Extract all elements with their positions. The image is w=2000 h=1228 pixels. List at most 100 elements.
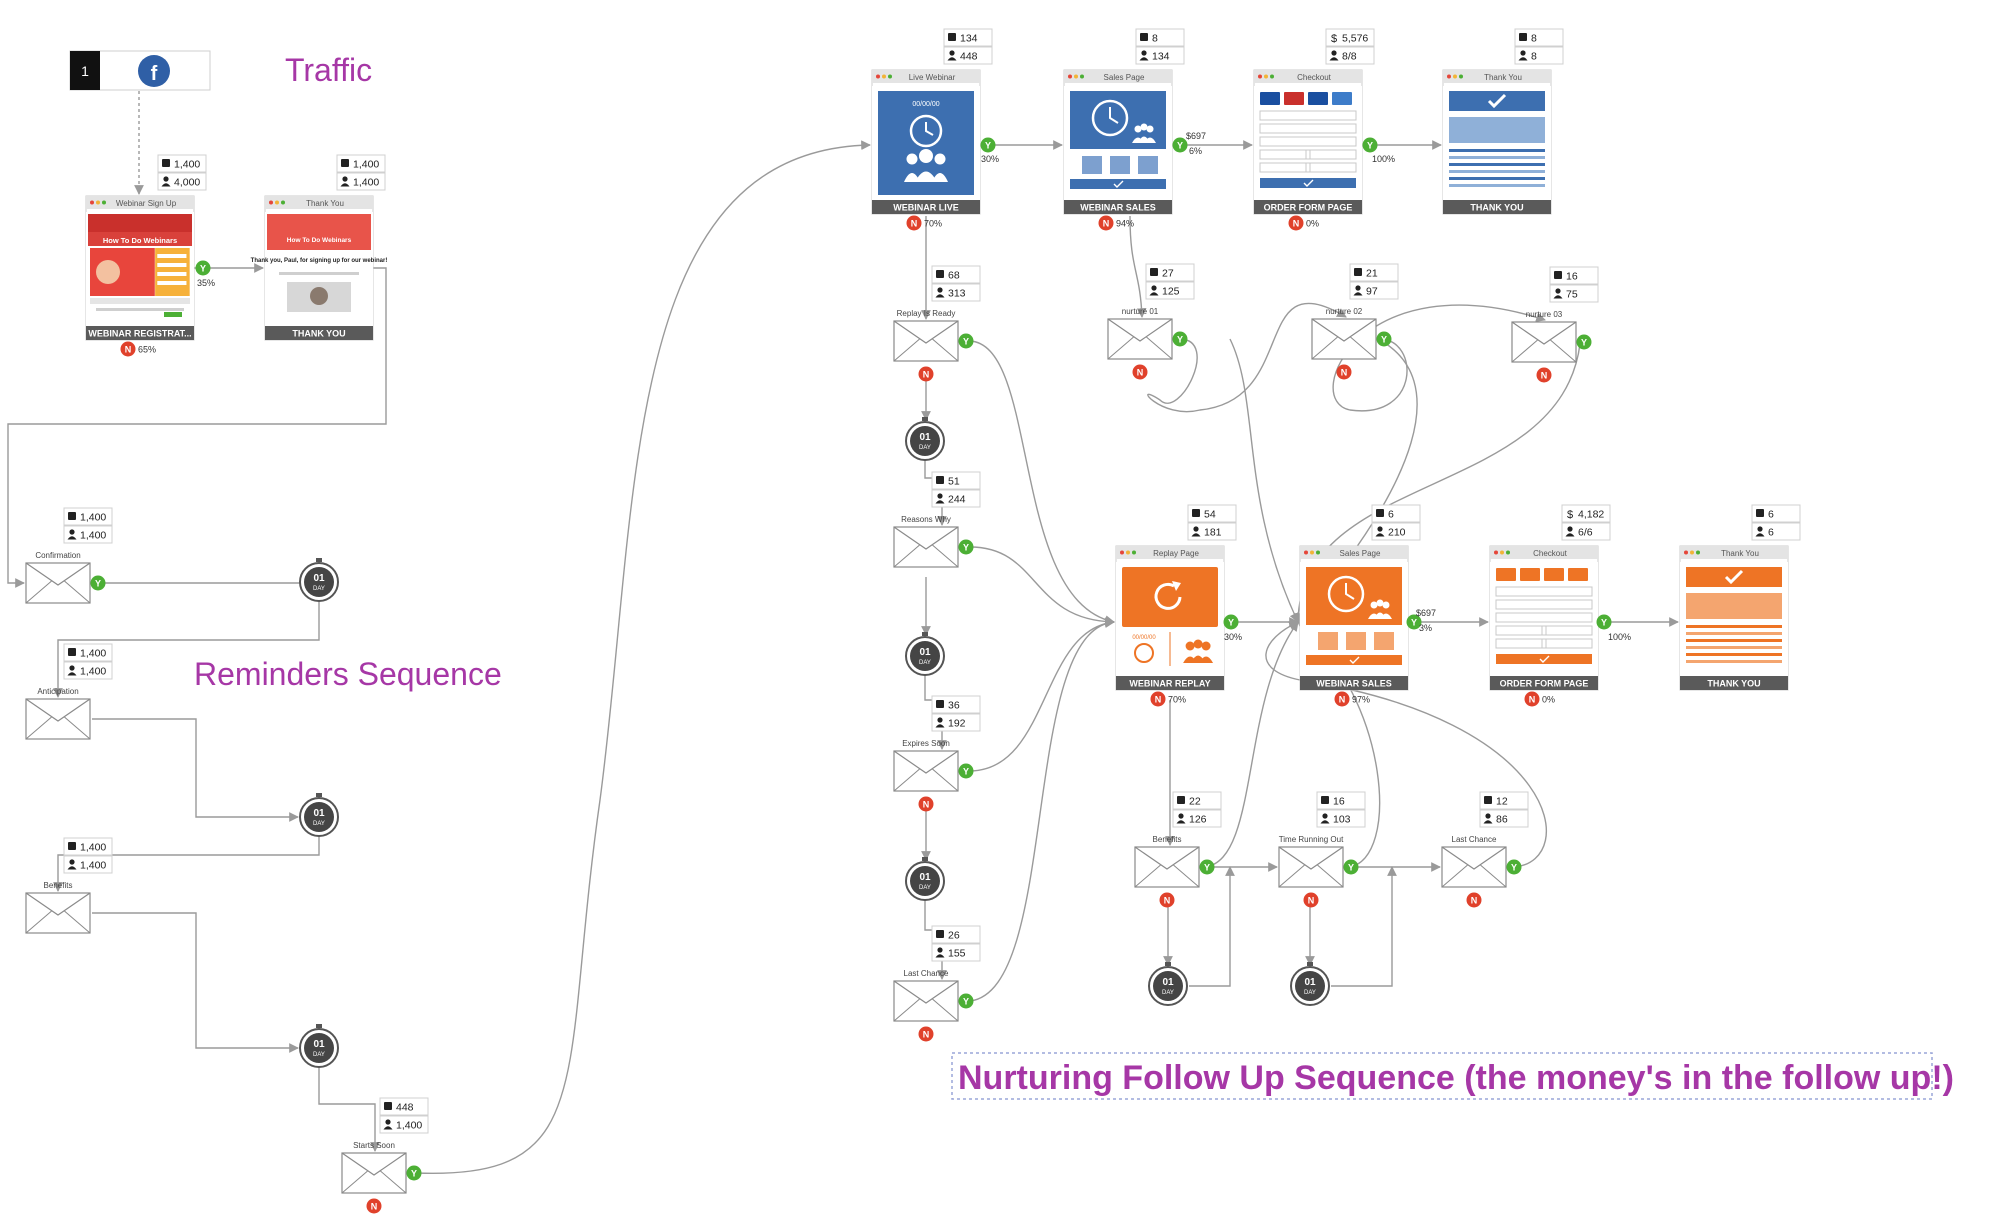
email-node-benefits2[interactable]: Benefits — [1134, 835, 1200, 888]
no-badge[interactable]: N — [1524, 691, 1540, 707]
yes-badge[interactable]: Y — [1596, 614, 1612, 630]
yes-badge[interactable]: Y — [195, 260, 211, 276]
delay-count: 01 — [313, 1039, 325, 1050]
stat-value: 6 — [1768, 527, 1774, 539]
yes-badge[interactable]: Y — [980, 137, 996, 153]
no-percentage: 70% — [924, 219, 942, 229]
yes-badge[interactable]: Y — [1576, 334, 1592, 350]
yes-badge[interactable]: Y — [1223, 614, 1239, 630]
email-node-expires[interactable]: Expires Soon — [893, 739, 959, 792]
connection-line — [318, 1067, 380, 1152]
email-node-last2[interactable]: Last Chance — [1441, 835, 1507, 888]
no-percentage: 97% — [1352, 695, 1370, 705]
yes-badge[interactable]: Y — [1172, 331, 1188, 347]
yes-badge[interactable]: Y — [1406, 614, 1422, 630]
email-node-nurture1[interactable]: nurture 01 — [1107, 307, 1173, 360]
stat-value: 1,400 — [80, 530, 106, 542]
no-badge[interactable]: N — [1303, 892, 1319, 908]
yes-badge[interactable]: Y — [406, 1165, 422, 1181]
no-badge[interactable]: N — [1334, 691, 1350, 707]
no-badge[interactable]: N — [918, 1026, 934, 1042]
delay-count: 01 — [1162, 977, 1174, 988]
yes-badge[interactable]: Y — [1362, 137, 1378, 153]
no-badge[interactable]: N — [918, 366, 934, 382]
delay-unit: DAY — [313, 1052, 325, 1058]
email-node-last1[interactable]: Last Chance — [893, 969, 959, 1022]
svg-text:Y: Y — [1601, 618, 1607, 628]
no-badge[interactable]: N — [1132, 364, 1148, 380]
yes-badge[interactable]: Y — [1506, 859, 1522, 875]
edge-label: 35% — [197, 278, 215, 288]
email-node-anticip[interactable]: Anticipation — [25, 687, 91, 740]
yes-badge[interactable]: Y — [958, 993, 974, 1009]
no-badge[interactable]: N — [120, 341, 136, 357]
email-label: nurture 03 — [1526, 310, 1563, 319]
connection-line — [1265, 621, 1547, 868]
envelope-icon — [893, 750, 959, 774]
no-badge[interactable]: N — [1150, 691, 1166, 707]
connection-line — [7, 267, 387, 588]
email-node-replay_ready[interactable]: Replay Is Ready — [893, 309, 959, 362]
check-icon — [948, 33, 956, 41]
delay-unit: DAY — [919, 660, 931, 666]
connection-line — [1331, 866, 1397, 987]
no-badge[interactable]: N — [918, 796, 934, 812]
yes-badge[interactable]: Y — [1172, 137, 1188, 153]
no-badge[interactable]: N — [906, 215, 922, 231]
no-badge[interactable]: N — [1466, 892, 1482, 908]
no-badge[interactable]: N — [366, 1198, 382, 1214]
delay-count: 01 — [313, 573, 325, 584]
yes-badge[interactable]: Y — [1376, 331, 1392, 347]
svg-text:How To Do Webinars: How To Do Webinars — [103, 236, 177, 245]
svg-text:N: N — [1339, 695, 1346, 705]
traffic-source-node[interactable]: 1 f — [69, 50, 211, 91]
yes-badge[interactable]: Y — [958, 539, 974, 555]
no-badge[interactable]: N — [1336, 364, 1352, 380]
email-node-benefits1[interactable]: Benefits — [25, 881, 91, 934]
no-badge[interactable]: N — [1536, 367, 1552, 383]
yes-badge[interactable]: Y — [90, 575, 106, 591]
yes-badge[interactable]: Y — [958, 763, 974, 779]
no-badge[interactable]: N — [1159, 892, 1175, 908]
email-label: Expires Soon — [902, 739, 950, 748]
yes-badge[interactable]: Y — [1199, 859, 1215, 875]
stat-value: 1,400 — [80, 512, 106, 524]
email-node-nurture3[interactable]: nurture 03 — [1511, 310, 1577, 363]
yes-badge[interactable]: Y — [1343, 859, 1359, 875]
delay-unit: DAY — [313, 821, 325, 827]
email-node-starts[interactable]: Starts Soon — [341, 1141, 407, 1194]
email-node-timerun[interactable]: Time Running Out — [1278, 835, 1344, 888]
yes-badge[interactable]: Y — [958, 333, 974, 349]
email-node-confirm[interactable]: Confirmation — [25, 551, 91, 604]
stat-value: 192 — [948, 718, 966, 730]
email-node-reasons[interactable]: Reasons Why — [893, 515, 959, 568]
email-node-nurture2[interactable]: nurture 02 — [1311, 307, 1377, 360]
connection-line — [1229, 338, 1299, 623]
no-badge[interactable]: N — [1098, 215, 1114, 231]
section-title-traffic: Traffic — [285, 52, 372, 88]
no-badge[interactable]: N — [1288, 215, 1304, 231]
replay-icon — [1154, 582, 1182, 610]
